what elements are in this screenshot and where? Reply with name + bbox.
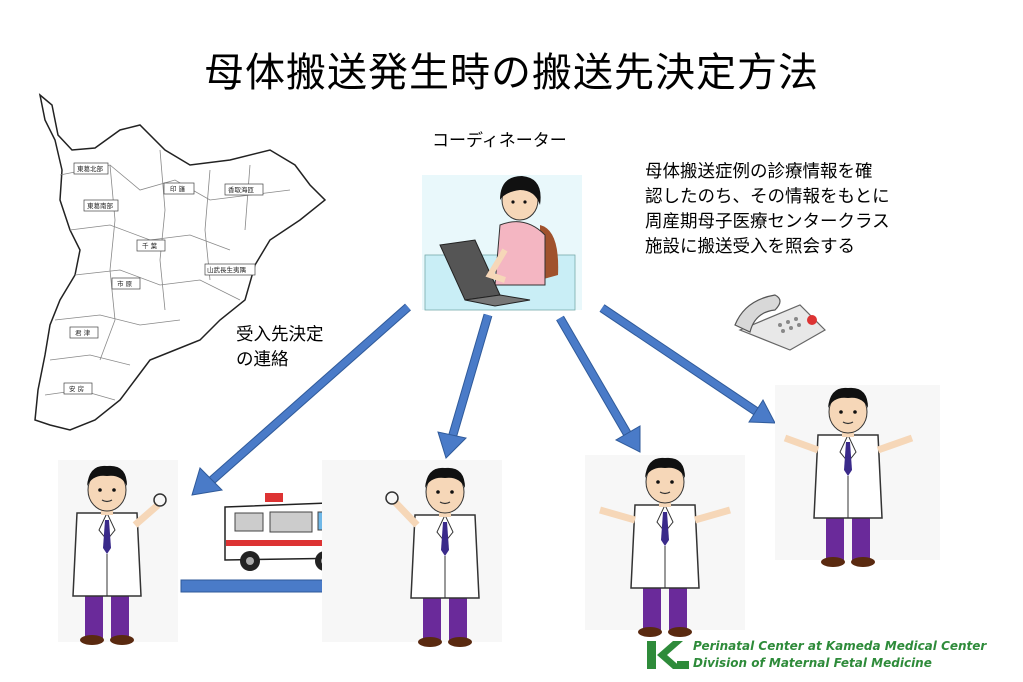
map-label-awa: 安 房 bbox=[69, 384, 84, 393]
notify-line: の連絡 bbox=[236, 350, 289, 370]
map-label-kimitsu: 君 津 bbox=[75, 329, 91, 337]
coordinator-label: コーディネーター bbox=[432, 131, 567, 151]
footer-line-2: Division of Maternal Fetal Medicine bbox=[693, 656, 932, 670]
map-label-katori: 香取海匝 bbox=[228, 185, 255, 194]
map-label-sanbu: 山武長生夷隅 bbox=[207, 265, 247, 274]
coordinator-illustration bbox=[422, 175, 582, 311]
map-label-chiba: 千 葉 bbox=[142, 241, 158, 250]
description-line: 施設に搬送受入を照会する bbox=[645, 237, 855, 257]
description-text: 母体搬送症例の診療情報を確 認したのち、その情報をもとに 周産期母子医療センター… bbox=[645, 160, 890, 260]
description-line: 周産期母子医療センタークラス bbox=[645, 212, 890, 232]
arrow-to-doctor-1 bbox=[191, 303, 411, 496]
kameda-logo-icon bbox=[647, 641, 689, 669]
arrows bbox=[180, 303, 776, 602]
chiba-map: 東葛北部 東葛南部 印 旛 香取海匝 千 葉 山武長生夷隅 市 原 君 津 安 … bbox=[34, 93, 327, 431]
description-line: 認したのち、その情報をもとに bbox=[645, 187, 890, 207]
map-label-tokatsu-south: 東葛南部 bbox=[87, 201, 114, 210]
arrow-to-doctor-3 bbox=[556, 315, 641, 453]
telephone-icon bbox=[734, 294, 826, 351]
doctor-3 bbox=[585, 455, 745, 638]
map-label-ichihara: 市 原 bbox=[117, 279, 133, 288]
page-title: 母体搬送発生時の搬送先決定方法 bbox=[204, 50, 819, 96]
doctor-2 bbox=[322, 460, 502, 648]
description-line: 母体搬送症例の診療情報を確 bbox=[645, 162, 873, 182]
doctor-1 bbox=[58, 460, 178, 646]
arrow-to-doctor-2 bbox=[437, 313, 493, 459]
notify-line: 受入先決定 bbox=[236, 325, 324, 345]
footer-credit: Perinatal Center at Kameda Medical Cente… bbox=[693, 638, 986, 672]
map-label-tokatsu-north: 東葛北部 bbox=[77, 164, 104, 173]
map-label-inba: 印 旛 bbox=[170, 184, 186, 193]
footer-line-1: Perinatal Center at Kameda Medical Cente… bbox=[693, 639, 987, 653]
arrow-to-doctor-4 bbox=[599, 304, 776, 424]
doctor-4 bbox=[775, 385, 940, 568]
notify-text: 受入先決定 の連絡 bbox=[236, 323, 324, 373]
